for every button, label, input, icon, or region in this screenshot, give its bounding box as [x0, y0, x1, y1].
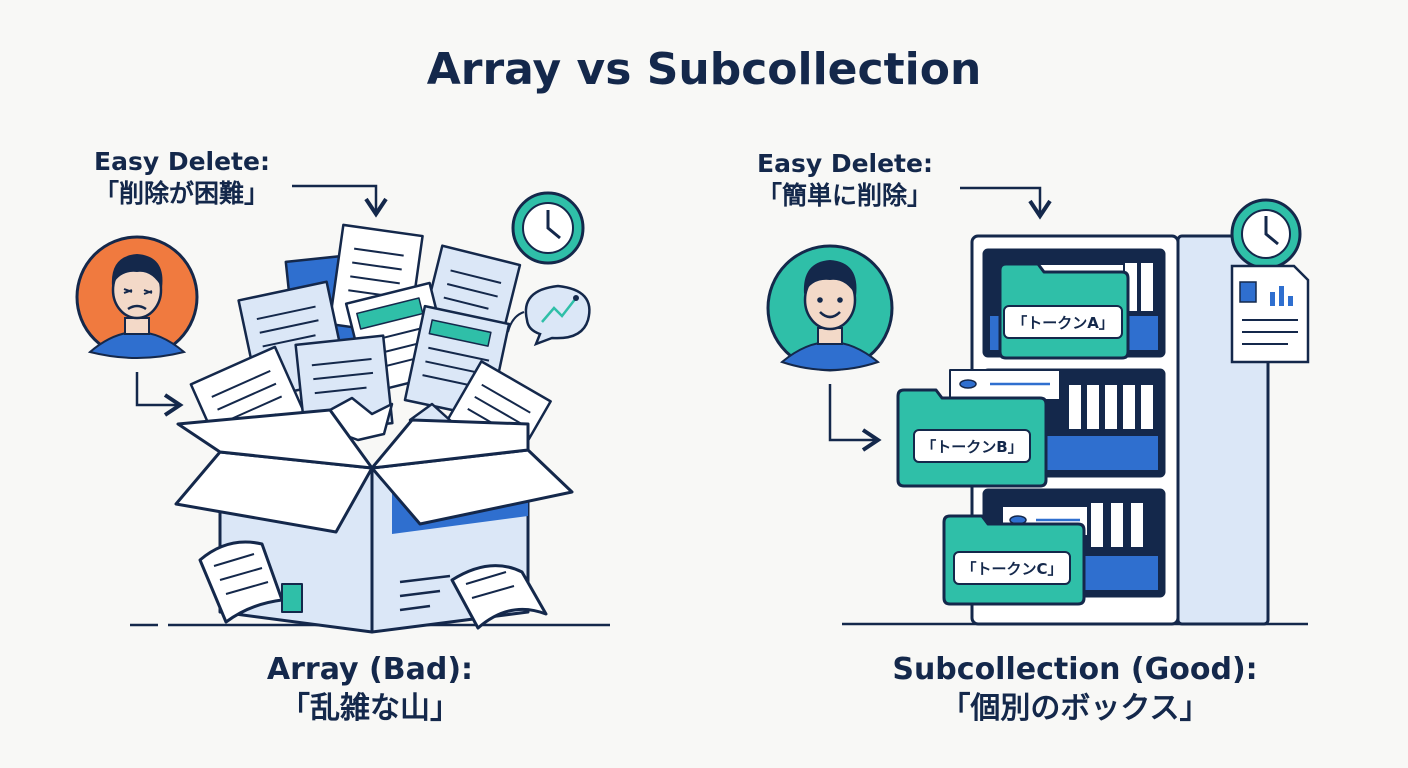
right-delete-label-line2: 「簡単に削除」: [757, 181, 933, 210]
left-delete-label-line1: Easy Delete:: [94, 147, 270, 176]
right-delete-label: Easy Delete: 「簡単に削除」: [757, 148, 933, 212]
left-caption-line2: 「乱雑な山」: [280, 691, 460, 726]
left-label-arrow: [292, 184, 388, 218]
left-delete-label: Easy Delete: 「削除が困難」: [94, 146, 270, 210]
left-clock-icon: [511, 191, 585, 265]
left-caption-line1: Array (Bad):: [266, 652, 474, 687]
right-clock-icon: [1230, 198, 1302, 270]
report-document-icon: [1230, 264, 1310, 364]
left-user-arrow: [135, 372, 184, 417]
folder-label-a-text: 「トークンA」: [1012, 314, 1114, 332]
frustrated-user-avatar: [75, 235, 199, 360]
open-box: [174, 408, 574, 634]
right-caption: Subcollection (Good): 「個別のボックス」: [840, 650, 1310, 728]
happy-user-avatar: [766, 244, 894, 372]
page-title: Array vs Subcollection: [426, 44, 982, 95]
right-caption-line2: 「個別のボックス」: [940, 691, 1210, 726]
right-delete-label-line1: Easy Delete:: [757, 149, 933, 178]
folder-label-c-text: 「トークンC」: [961, 560, 1062, 578]
left-delete-label-line2: 「削除が困難」: [94, 179, 270, 208]
right-caption-line1: Subcollection (Good):: [892, 652, 1258, 687]
folder-label-b-text: 「トークンB」: [921, 438, 1022, 456]
chart-bubble-icon: [507, 284, 591, 347]
folder-b: [896, 369, 1061, 488]
folder-label-a: 「トークンA」: [1003, 305, 1123, 339]
right-user-arrow: [828, 384, 882, 452]
folder-label-c: 「トークンC」: [953, 551, 1071, 585]
folder-label-b: 「トークンB」: [913, 429, 1031, 463]
left-caption: Array (Bad): 「乱雑な山」: [160, 650, 580, 728]
right-label-arrow: [960, 186, 1052, 220]
